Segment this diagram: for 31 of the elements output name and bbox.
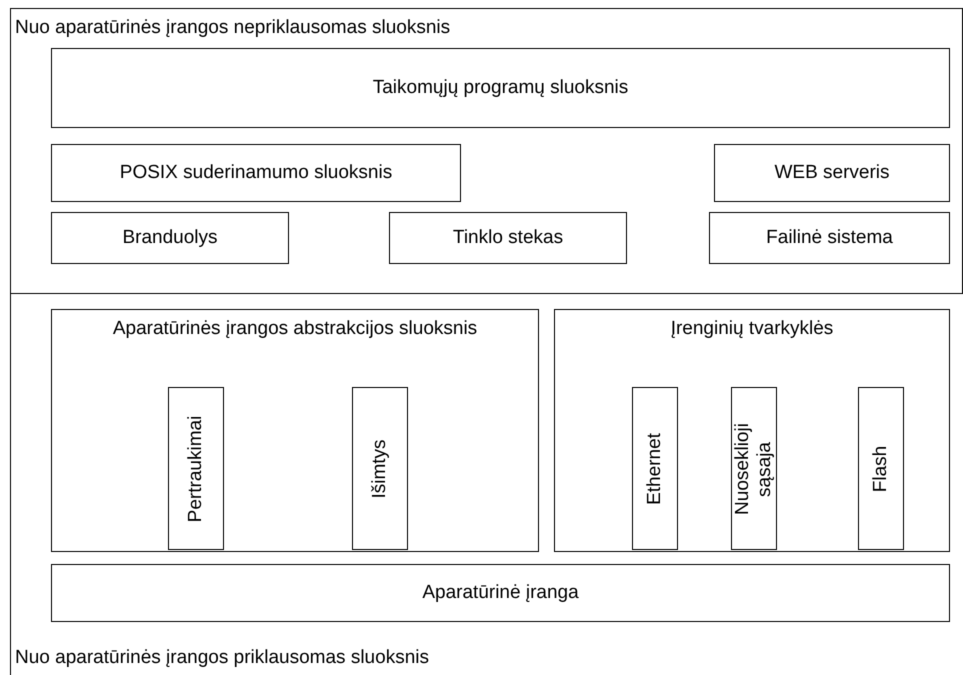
- module-box: [632, 387, 678, 550]
- layer-label: Išimtys: [369, 438, 391, 498]
- layer-box: [51, 564, 950, 622]
- layer-label: Branduolys: [122, 227, 218, 249]
- layer-box: [714, 144, 950, 202]
- layer-box: [554, 309, 950, 552]
- module-box: [731, 387, 777, 550]
- layer-label: Failinė sistema: [766, 227, 893, 249]
- layer-label: Aparatūrinės įrangos abstrakcijos sluoksnis: [112, 318, 478, 340]
- layer-label: WEB serveris: [774, 162, 890, 184]
- layer-region: [10, 8, 963, 294]
- layer-label: POSIX suderinamumo sluoksnis: [120, 162, 392, 184]
- layer-box: [51, 212, 289, 264]
- layer-box: [51, 309, 539, 552]
- layer-box: [51, 48, 950, 128]
- layer-label: Nuo aparatūrinės įrangos nepriklausomas sluoksnis: [15, 17, 450, 39]
- layer-label: Ethernet: [644, 432, 666, 504]
- layer-label: Flash: [870, 445, 892, 492]
- layer-label: Taikomųjų programų sluoksnis: [372, 77, 628, 99]
- module-box: [858, 387, 904, 550]
- layer-label: Aparatūrinė įranga: [422, 582, 579, 604]
- layer-label: Įrenginių tvarkyklės: [670, 318, 834, 340]
- layer-label: Pertraukimai: [185, 415, 207, 522]
- layer-label: Nuo aparatūrinės įrangos priklausomas sluoksnis: [15, 647, 429, 669]
- layer-label: Tinklo stekas: [452, 227, 564, 249]
- layer-label: Nuoseklioji sąsaja: [732, 422, 776, 514]
- module-box: [352, 387, 408, 550]
- layer-box: [709, 212, 950, 264]
- layer-box: [389, 212, 627, 264]
- layer-box: [51, 144, 461, 202]
- module-box: [168, 387, 224, 550]
